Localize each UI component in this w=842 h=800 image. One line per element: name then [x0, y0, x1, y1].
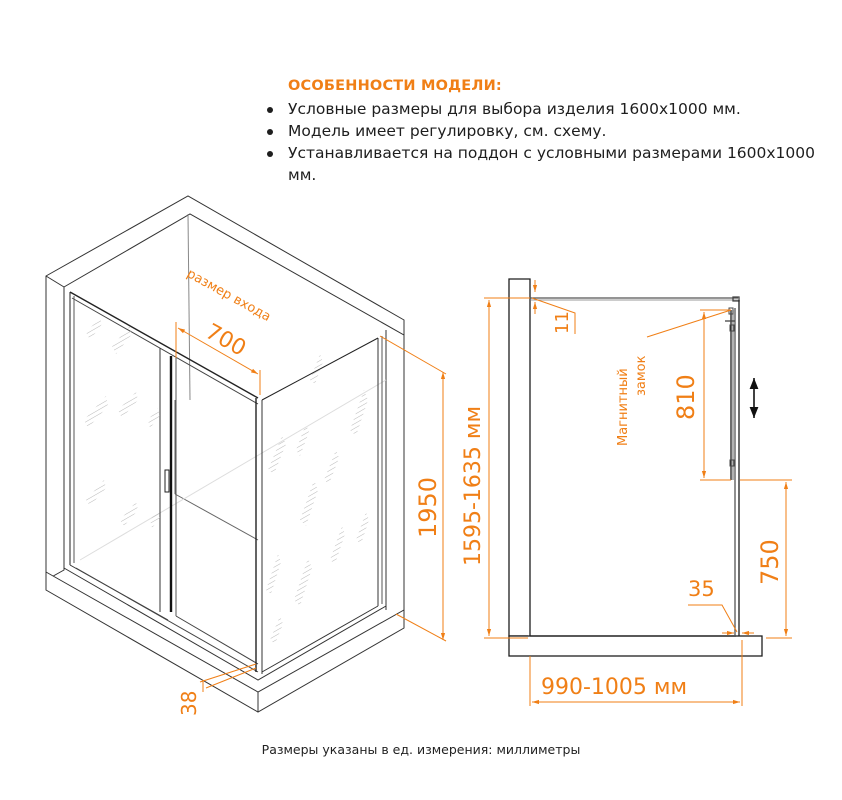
- feature-item: Условные размеры для выбора изделия 1600…: [262, 98, 822, 120]
- model-features: ОСОБЕННОСТИ МОДЕЛИ: Условные размеры для…: [262, 78, 822, 186]
- side-dimensions: [484, 280, 792, 706]
- feature-item: Модель имеет регулировку, см. схему.: [262, 120, 822, 142]
- adjust-height-value: 1595-1635 мм: [461, 406, 486, 566]
- side-view: [508, 278, 763, 657]
- profile-depth-value: 38: [177, 691, 201, 716]
- adjust-width-value: 990-1005 мм: [541, 675, 687, 700]
- feature-item: Устанавливается на поддон с условными ра…: [262, 142, 822, 186]
- magnet-label-line2: замок: [634, 355, 649, 396]
- iso-dimensions: [175, 322, 447, 692]
- iso-height-value: 1950: [414, 477, 442, 538]
- glass-reflections: [84, 318, 369, 644]
- bottom-offset-value: 35: [688, 577, 715, 601]
- lower-height-value: 750: [756, 539, 784, 585]
- units-footnote: Размеры указаны в ед. измерения: миллиме…: [261, 742, 581, 757]
- features-title: ОСОБЕННОСТИ МОДЕЛИ:: [288, 78, 502, 94]
- features-list: Условные размеры для выбора изделия 1600…: [262, 98, 822, 186]
- entrance-size-label: размер входа: [184, 266, 273, 324]
- magnet-height-value: 810: [672, 374, 700, 420]
- isometric-view: [45, 195, 405, 713]
- top-gap-value: 11: [552, 311, 573, 334]
- magnet-label-line1: Магнитный: [616, 368, 631, 446]
